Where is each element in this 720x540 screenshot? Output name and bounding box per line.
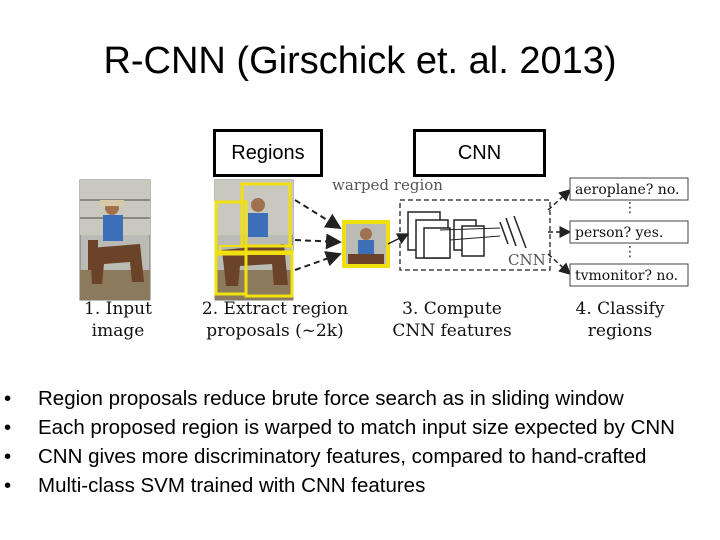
bullet-text: Each proposed region is warped to match … xyxy=(38,416,675,439)
input-image xyxy=(79,179,151,301)
step-caption: image xyxy=(92,321,145,341)
proposal-arrow xyxy=(294,199,342,230)
class-output-label: person? yes. xyxy=(575,225,663,241)
bullet-marker: • xyxy=(4,445,12,468)
step-caption: CNN features xyxy=(392,321,511,341)
step-caption: 1. Input xyxy=(84,299,152,319)
class-arrow xyxy=(547,253,572,276)
step-caption: 4. Classify xyxy=(576,299,665,319)
class-output: tvmonitor? no. xyxy=(569,263,689,287)
ellipsis-dots: ⋮ xyxy=(623,199,637,215)
class-output-label: tvmonitor? no. xyxy=(575,268,678,284)
bullet-list: • Region proposals reduce brute force sea… xyxy=(0,384,720,500)
bullet-item: • Region proposals reduce brute force sea… xyxy=(4,384,720,413)
warped-region-thumbnail xyxy=(342,220,390,268)
cnn-block: CNN xyxy=(387,199,551,271)
bullet-item: • Each proposed region is warped to match… xyxy=(4,413,720,442)
bullet-item: • CNN gives more discriminatory features,… xyxy=(4,442,720,471)
region-proposals-image xyxy=(214,179,294,301)
warp-to-cnn-arrow xyxy=(387,233,410,245)
step-caption: 2. Extract region xyxy=(202,299,348,319)
proposal-arrow xyxy=(294,233,342,250)
slide-title: R-CNN (Girschick et. al. 2013) xyxy=(103,40,617,82)
bullet-text: Region proposals reduce brute force sear… xyxy=(38,387,624,410)
pipeline-figure: warped region CNN xyxy=(79,176,689,341)
cnn-diagram-label: CNN xyxy=(508,251,546,269)
class-output: person? yes. xyxy=(569,220,689,244)
ellipsis-dots: ⋮ xyxy=(623,243,637,259)
warped-region-label: warped region xyxy=(332,176,443,194)
bullet-text: Multi-class SVM trained with CNN feature… xyxy=(38,474,426,497)
proposal-arrow xyxy=(294,251,342,271)
bullet-marker: • xyxy=(4,387,12,410)
regions-callout: Regions xyxy=(213,129,323,177)
bullet-item: • Multi-class SVM trained with CNN featur… xyxy=(4,471,720,500)
rcnn-pipeline-diagram: warped region CNN xyxy=(70,170,710,350)
regions-callout-label: Regions xyxy=(231,142,305,164)
step-caption: 3. Compute xyxy=(402,299,502,319)
bullet-text: CNN gives more discriminatory features, … xyxy=(38,445,647,468)
class-arrow xyxy=(547,188,572,211)
step-caption: regions xyxy=(588,321,652,341)
class-output-label: aeroplane? no. xyxy=(575,182,679,198)
step-caption: proposals (~2k) xyxy=(206,321,343,341)
class-output: aeroplane? no. xyxy=(569,177,689,201)
cnn-callout: CNN xyxy=(413,129,546,177)
cnn-callout-label: CNN xyxy=(457,142,502,164)
bullet-marker: • xyxy=(4,416,12,439)
bullet-marker: • xyxy=(4,474,12,497)
